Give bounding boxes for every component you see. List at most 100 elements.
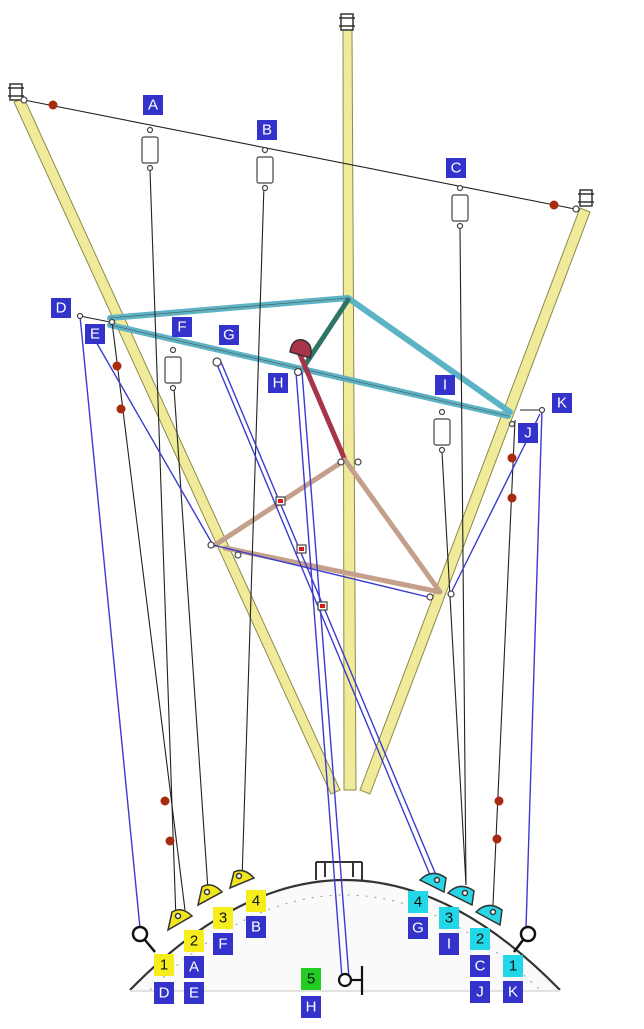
hook-D-icon bbox=[76, 312, 84, 320]
left-mast bbox=[13, 97, 341, 795]
line-K bbox=[525, 409, 543, 929]
left-mast-cap bbox=[8, 83, 24, 101]
wire-F bbox=[173, 387, 209, 891]
dome-top-handle bbox=[315, 861, 363, 880]
tan-spar-left-to-right bbox=[222, 545, 443, 595]
cleat-right-1-icon bbox=[418, 872, 447, 894]
teal-spar-center-to-right bbox=[345, 295, 513, 415]
base-labels-left: 1 D 2 A E 3 F 4 B bbox=[154, 890, 266, 1004]
svg-text:4: 4 bbox=[414, 894, 422, 911]
svg-text:C: C bbox=[475, 958, 486, 975]
svg-text:F: F bbox=[218, 936, 227, 953]
cleat-left-1-icon bbox=[166, 909, 194, 932]
svg-text:4: 4 bbox=[252, 893, 260, 910]
line-E-diag bbox=[94, 339, 214, 546]
ring-right-icon bbox=[519, 925, 537, 943]
spreader-frames bbox=[107, 295, 513, 595]
line-G-a bbox=[215, 361, 431, 876]
blue-lines bbox=[79, 315, 543, 979]
svg-text:B: B bbox=[251, 919, 261, 936]
wire-E-left bbox=[111, 321, 186, 911]
pulley-block-I-icon bbox=[433, 408, 451, 454]
label-A: A bbox=[143, 95, 163, 115]
base-left-2: 2 A E bbox=[184, 930, 204, 1004]
label-D: D bbox=[51, 298, 71, 318]
svg-text:I: I bbox=[443, 377, 447, 394]
svg-text:H: H bbox=[306, 999, 317, 1016]
cleats-right bbox=[418, 872, 503, 927]
svg-text:2: 2 bbox=[476, 931, 484, 948]
label-G: G bbox=[219, 325, 239, 345]
line-H-a bbox=[295, 371, 343, 979]
base-right-4: 4 G bbox=[408, 891, 428, 939]
label-J: J bbox=[518, 423, 538, 443]
center-mast bbox=[342, 29, 357, 791]
wire-C bbox=[459, 227, 467, 886]
cleat-left-3-icon bbox=[228, 869, 256, 890]
svg-text:J: J bbox=[524, 425, 532, 442]
wire-D-K-cross bbox=[79, 315, 111, 323]
tensioner-red-marks bbox=[278, 499, 325, 608]
svg-text:B: B bbox=[262, 122, 272, 139]
hook-J-icon bbox=[508, 420, 516, 428]
svg-text:G: G bbox=[223, 327, 235, 344]
right-mast bbox=[359, 207, 591, 795]
svg-text:D: D bbox=[56, 300, 67, 317]
svg-text:J: J bbox=[476, 984, 484, 1001]
svg-text:D: D bbox=[159, 985, 170, 1002]
ring-left-icon bbox=[131, 925, 149, 943]
wire-I bbox=[441, 451, 467, 886]
label-E: E bbox=[85, 324, 105, 344]
svg-text:5: 5 bbox=[307, 971, 315, 988]
line-G-b bbox=[220, 361, 437, 876]
base-left-4: 4 B bbox=[246, 890, 266, 938]
base-right-2: 2 C J bbox=[470, 928, 490, 1003]
right-mast-cap bbox=[578, 189, 594, 207]
svg-text:E: E bbox=[189, 985, 199, 1002]
hook-H-icon bbox=[293, 367, 303, 377]
black-wires bbox=[23, 99, 581, 921]
tan-spar-top-to-right bbox=[342, 457, 443, 595]
red-spar bbox=[295, 347, 348, 463]
svg-text:3: 3 bbox=[445, 910, 453, 927]
cleat-right-2-icon bbox=[446, 885, 475, 907]
line-D bbox=[79, 315, 141, 929]
pulleys bbox=[20, 96, 580, 611]
red-grip-icon bbox=[289, 339, 312, 359]
label-C: C bbox=[446, 158, 466, 178]
pulley-block-C-icon bbox=[451, 184, 469, 230]
svg-text:F: F bbox=[177, 319, 186, 336]
label-F: F bbox=[172, 317, 192, 337]
svg-text:2: 2 bbox=[190, 933, 198, 950]
svg-text:H: H bbox=[273, 375, 284, 392]
svg-text:C: C bbox=[451, 160, 462, 177]
cleats-left bbox=[166, 869, 256, 932]
dark-spar-center bbox=[302, 297, 351, 368]
top-stay-wire bbox=[23, 99, 581, 211]
svg-text:K: K bbox=[557, 395, 567, 412]
base-right-3: 3 I bbox=[439, 907, 459, 955]
svg-text:E: E bbox=[90, 326, 100, 343]
base-label-center: 5 H bbox=[301, 968, 321, 1018]
ring-ends bbox=[131, 925, 537, 953]
red-beads bbox=[48, 100, 559, 846]
label-I: I bbox=[435, 375, 455, 395]
hook-right-mast-top bbox=[572, 205, 580, 213]
hook-left-mast-top bbox=[20, 96, 28, 104]
hook-E-icon bbox=[108, 318, 116, 326]
svg-text:G: G bbox=[412, 920, 424, 937]
svg-text:A: A bbox=[189, 959, 199, 976]
line-H-b bbox=[301, 371, 350, 979]
center-mast-cap bbox=[339, 13, 355, 31]
svg-text:I: I bbox=[447, 936, 451, 953]
svg-text:K: K bbox=[508, 984, 518, 1001]
cleat-left-2-icon bbox=[196, 884, 224, 907]
base-labels-right: 4 G 3 I 2 C J 1 K bbox=[408, 891, 523, 1003]
base-right-1: 1 K bbox=[503, 955, 523, 1003]
line-J-diag bbox=[449, 413, 541, 596]
line-lower-cross bbox=[212, 544, 429, 598]
label-H: H bbox=[268, 373, 288, 393]
pulley-block-B-icon bbox=[256, 146, 274, 192]
base-left-3: 3 F bbox=[213, 907, 233, 955]
